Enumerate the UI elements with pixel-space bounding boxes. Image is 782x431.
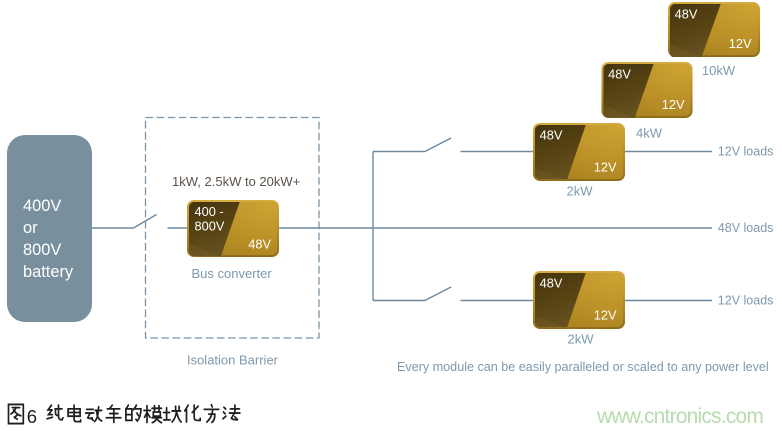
svg-text:12V loads: 12V loads xyxy=(718,294,774,308)
svg-text:Bus converter: Bus converter xyxy=(191,266,272,281)
svg-text:12V: 12V xyxy=(729,36,752,51)
svg-text:48V: 48V xyxy=(608,67,631,82)
svg-text:or: or xyxy=(23,219,38,237)
svg-text:10kW: 10kW xyxy=(702,63,736,78)
svg-text:800V: 800V xyxy=(195,218,225,233)
svg-text:48V: 48V xyxy=(675,7,698,22)
svg-text:Every module can be easily par: Every module can be easily paralleled or… xyxy=(397,360,769,374)
svg-text:Isolation Barrier: Isolation Barrier xyxy=(187,353,279,368)
svg-text:4kW: 4kW xyxy=(636,126,663,141)
svg-text:2kW: 2kW xyxy=(568,332,595,347)
svg-text:48V loads: 48V loads xyxy=(718,221,774,235)
svg-text:48V: 48V xyxy=(248,237,271,252)
svg-text:12V loads: 12V loads xyxy=(718,145,774,159)
svg-text:battery: battery xyxy=(23,263,74,281)
svg-text:12V: 12V xyxy=(594,308,617,323)
svg-text:12V: 12V xyxy=(662,97,685,112)
svg-text:12V: 12V xyxy=(594,160,617,175)
svg-text:400V: 400V xyxy=(23,197,61,215)
svg-text:6: 6 xyxy=(27,406,37,427)
svg-text:1kW, 2.5kW to 20kW+: 1kW, 2.5kW to 20kW+ xyxy=(172,174,300,189)
svg-text:48V: 48V xyxy=(540,128,563,143)
svg-text:www.cntronics.com: www.cntronics.com xyxy=(596,405,763,428)
svg-text:800V: 800V xyxy=(23,241,61,259)
svg-text:2kW: 2kW xyxy=(567,184,594,199)
svg-text:48V: 48V xyxy=(540,276,563,291)
svg-text:400 -: 400 - xyxy=(195,204,224,219)
